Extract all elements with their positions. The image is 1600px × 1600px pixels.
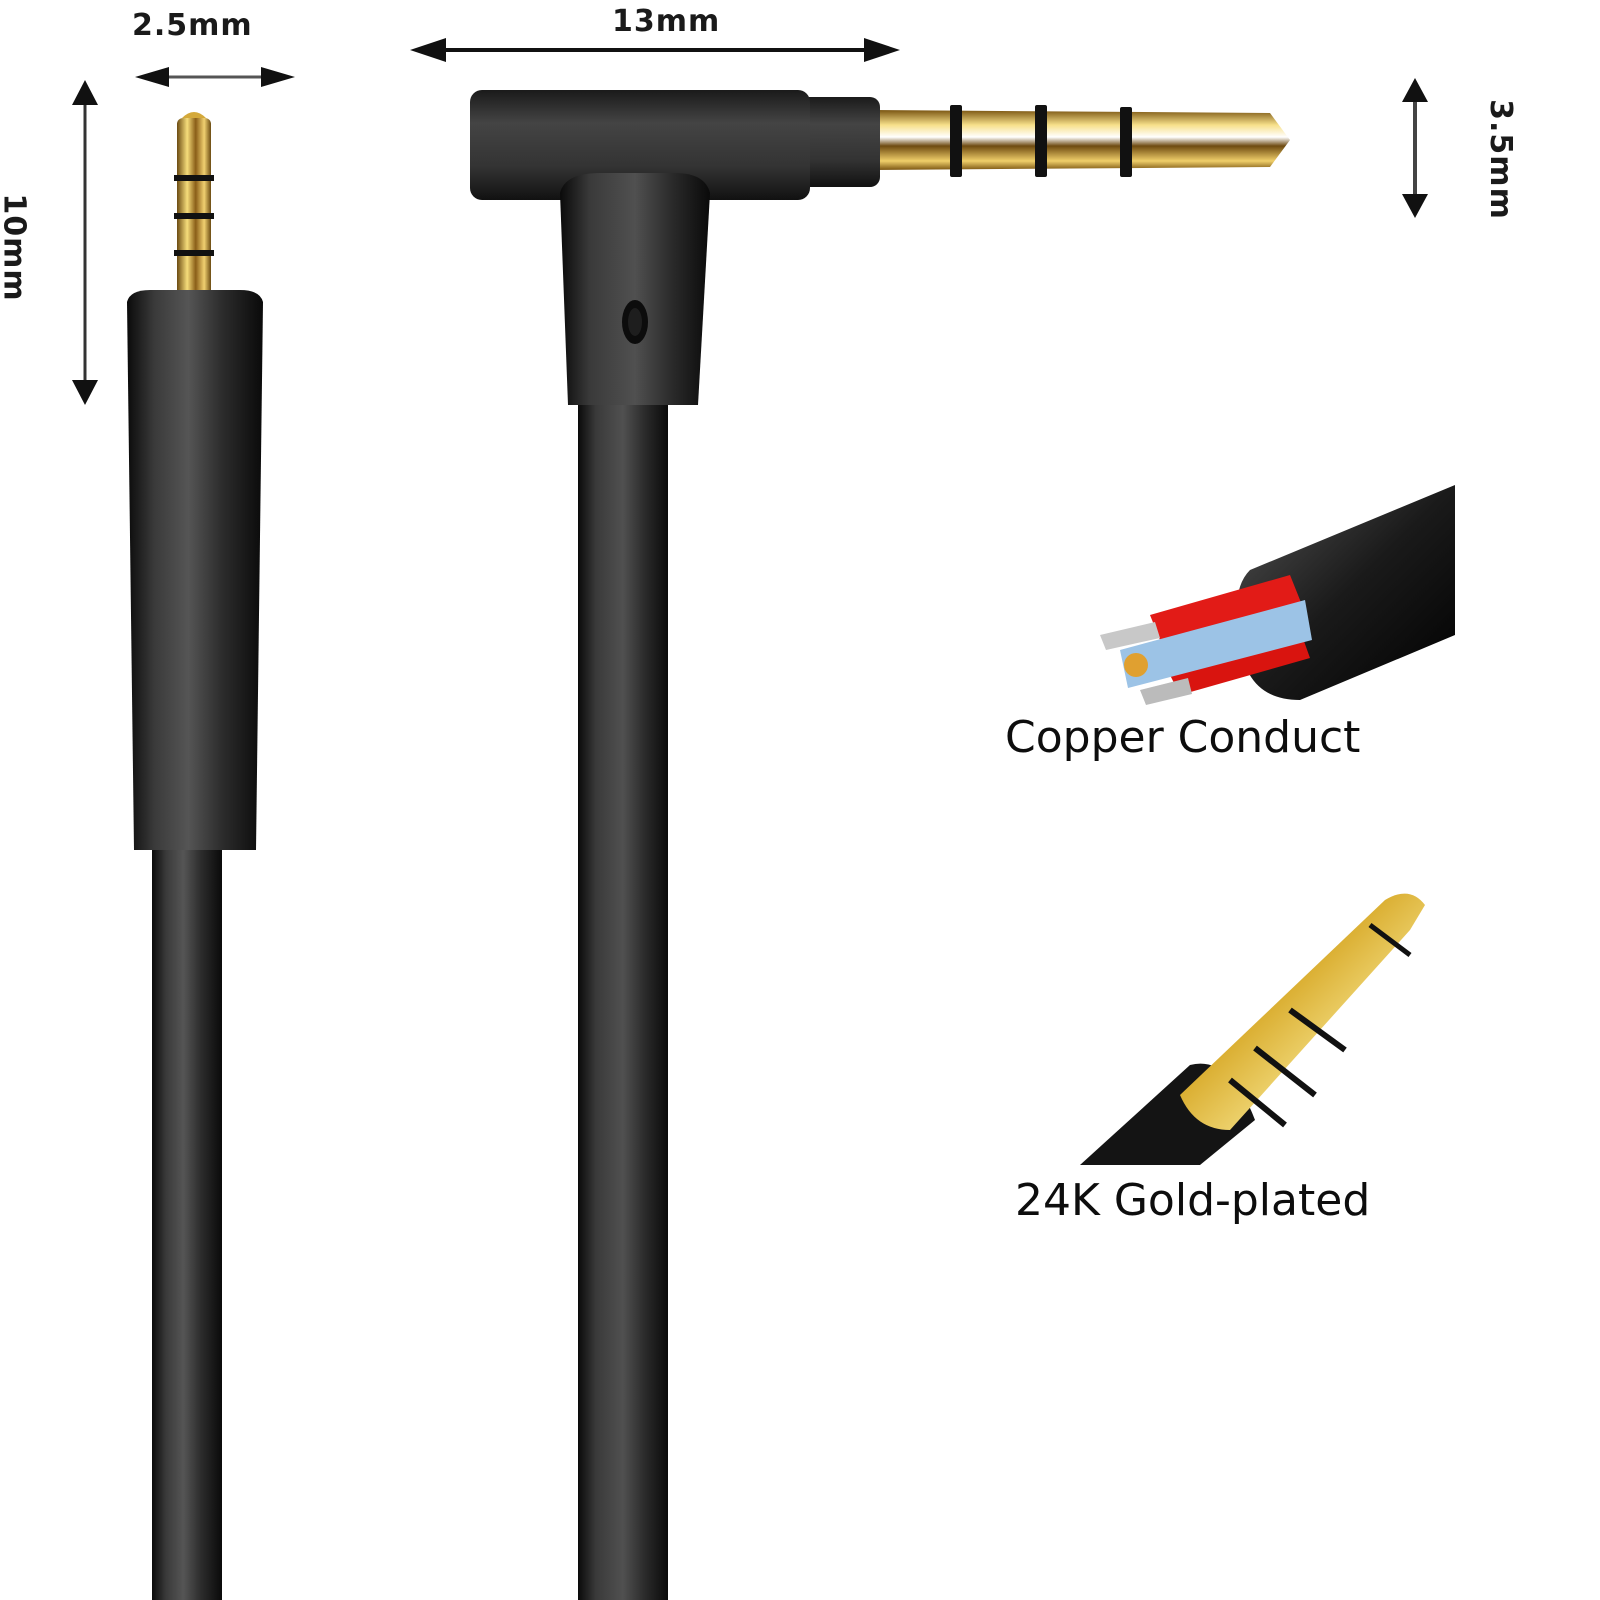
gold-plated-plug-icon: [1080, 893, 1425, 1165]
dimension-label-10mm: 10mm: [0, 193, 32, 302]
feature-label-copper-conduct: Copper Conduct: [1005, 712, 1361, 763]
dimension-label-2-5mm: 2.5mm: [132, 8, 253, 43]
cable-cross-section-icon: [1100, 485, 1455, 705]
vertical-arrow-icon: [72, 80, 98, 405]
feature-label-gold-plated: 24K Gold-plated: [1015, 1175, 1371, 1226]
dimension-label-3-5mm: 3.5mm: [1482, 99, 1518, 220]
vertical-arrow-icon: [1402, 78, 1428, 218]
dimension-label-13mm: 13mm: [612, 4, 721, 39]
straight-2-5mm-plug: [127, 112, 263, 1600]
horizontal-arrow-icon: [410, 38, 900, 62]
horizontal-arrow-icon: [135, 67, 295, 87]
right-angle-3-5mm-plug: [470, 90, 1290, 1600]
